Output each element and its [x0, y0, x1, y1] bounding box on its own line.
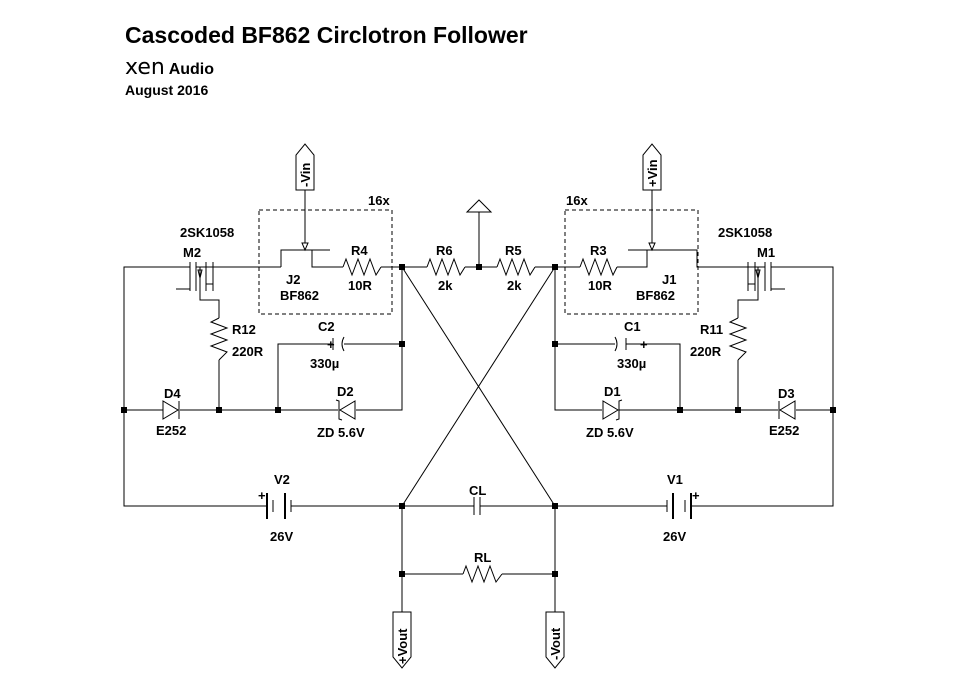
label-v1-ref: V1 [667, 472, 683, 487]
wires [123, 190, 834, 612]
resistor-r3 [579, 257, 618, 277]
wire-j2-r4 [311, 250, 343, 268]
label-r5-val: 2k [507, 278, 522, 293]
port-vin-neg [295, 143, 315, 191]
label-j2-part: BF862 [280, 288, 319, 303]
wire-m2-source [199, 284, 220, 318]
mosfet-m2 [176, 262, 219, 291]
label-v2-plus: + [258, 488, 266, 503]
wire-left-rail [123, 266, 263, 507]
header: Cascoded BF862 Circlotron Follower xen A… [125, 22, 528, 98]
label-c1-plus: + [640, 337, 648, 352]
label-r3-val: 10R [588, 278, 612, 293]
label-d4-val: E252 [156, 423, 186, 438]
resistor-r11 [728, 317, 748, 361]
label-c1-ref: C1 [624, 319, 641, 334]
junctions [121, 264, 836, 577]
label-d2-ref: D2 [337, 384, 354, 399]
wire-r3-j1 [617, 250, 648, 268]
label-vin-neg: -Vin [298, 163, 313, 187]
label-r12-val: 220R [232, 344, 264, 359]
capacitor-c1 [614, 336, 627, 352]
label-m1-ref: M1 [757, 245, 775, 260]
resistor-r5 [496, 257, 536, 277]
label-r11-ref: R11 [700, 322, 723, 337]
label-c2-val: 330µ [310, 356, 339, 371]
jfet-j2 [281, 242, 330, 252]
label-vout-pos: +Vout [395, 628, 410, 664]
label-v2-val: 26V [270, 529, 293, 544]
wire-m2-j2 [219, 249, 298, 268]
wire-j1-m1 [679, 249, 740, 268]
label-m2-part: 2SK1058 [180, 225, 234, 240]
label-r6-ref: R6 [436, 243, 453, 258]
label-c2-ref: C2 [318, 319, 335, 334]
label-d1-ref: D1 [604, 384, 621, 399]
brand: xen Audio [125, 55, 528, 80]
zener-d1 [602, 399, 623, 421]
resistor-r12 [209, 317, 229, 361]
brand-logo: xen [125, 55, 165, 80]
label-d2-val: ZD 5.6V [317, 425, 365, 440]
wire-c1-right [626, 343, 681, 410]
cascode-box-right [564, 209, 699, 315]
mosfet-m1 [740, 262, 785, 291]
resistor-r6 [426, 257, 466, 277]
resistor-rl [462, 564, 503, 584]
label-v1-plus: + [692, 488, 700, 503]
port-vout-pos [392, 611, 412, 669]
wire-v1-rail [696, 266, 834, 507]
label-d1-val: ZD 5.6V [586, 425, 634, 440]
label-vout-neg: -Vout [548, 627, 563, 660]
brand-name: Audio [168, 61, 215, 78]
label-r11-val: 220R [690, 344, 722, 359]
label-c1-val: 330µ [617, 356, 646, 371]
label-r12-ref: R12 [232, 322, 256, 337]
label-r4-val: 10R [348, 278, 372, 293]
label-j1-part: BF862 [636, 288, 675, 303]
resistor-r4 [342, 257, 382, 277]
label-v1-val: 26V [663, 529, 686, 544]
label-d3-ref: D3 [778, 386, 795, 401]
wire-left-node-down [356, 267, 403, 411]
label-j2-ref: J2 [286, 272, 300, 287]
label-m2-ref: M2 [183, 245, 201, 260]
label-j1-ref: J1 [662, 272, 676, 287]
label-rl-ref: RL [474, 550, 491, 565]
port-vin-pos [642, 143, 662, 191]
wire-m1-source [737, 284, 759, 318]
date: August 2016 [125, 82, 209, 98]
label-r6-val: 2k [438, 278, 453, 293]
ground-icon [465, 199, 493, 213]
wire-right-node-down [554, 267, 602, 411]
label-box-left-mult: 16x [368, 193, 390, 208]
label-d4-ref: D4 [164, 386, 181, 401]
capacitor-c2 [332, 336, 345, 352]
label-vin-pos: +Vin [645, 159, 660, 187]
port-vout-neg [545, 611, 565, 669]
label-box-right-mult: 16x [566, 193, 588, 208]
label-r4-ref: R4 [351, 243, 368, 258]
capacitor-cl [466, 497, 488, 515]
zener-d2 [335, 399, 356, 421]
label-d3-val: E252 [769, 423, 799, 438]
label-r3-ref: R3 [590, 243, 607, 258]
label-cl-ref: CL [469, 483, 486, 498]
wire-cross-b [401, 266, 556, 507]
jfet-j1 [628, 242, 680, 252]
cascode-box-left [258, 209, 393, 315]
battery-v1 [663, 493, 696, 519]
page-title: Cascoded BF862 Circlotron Follower [125, 22, 528, 48]
battery-v2 [263, 493, 297, 519]
diode-d3 [778, 400, 796, 420]
diode-d4 [162, 400, 180, 420]
label-r5-ref: R5 [505, 243, 522, 258]
label-c2-plus: + [327, 337, 335, 352]
label-v2-ref: V2 [274, 472, 290, 487]
wire-c2-left [277, 343, 333, 410]
label-m1-part: 2SK1058 [718, 225, 772, 240]
